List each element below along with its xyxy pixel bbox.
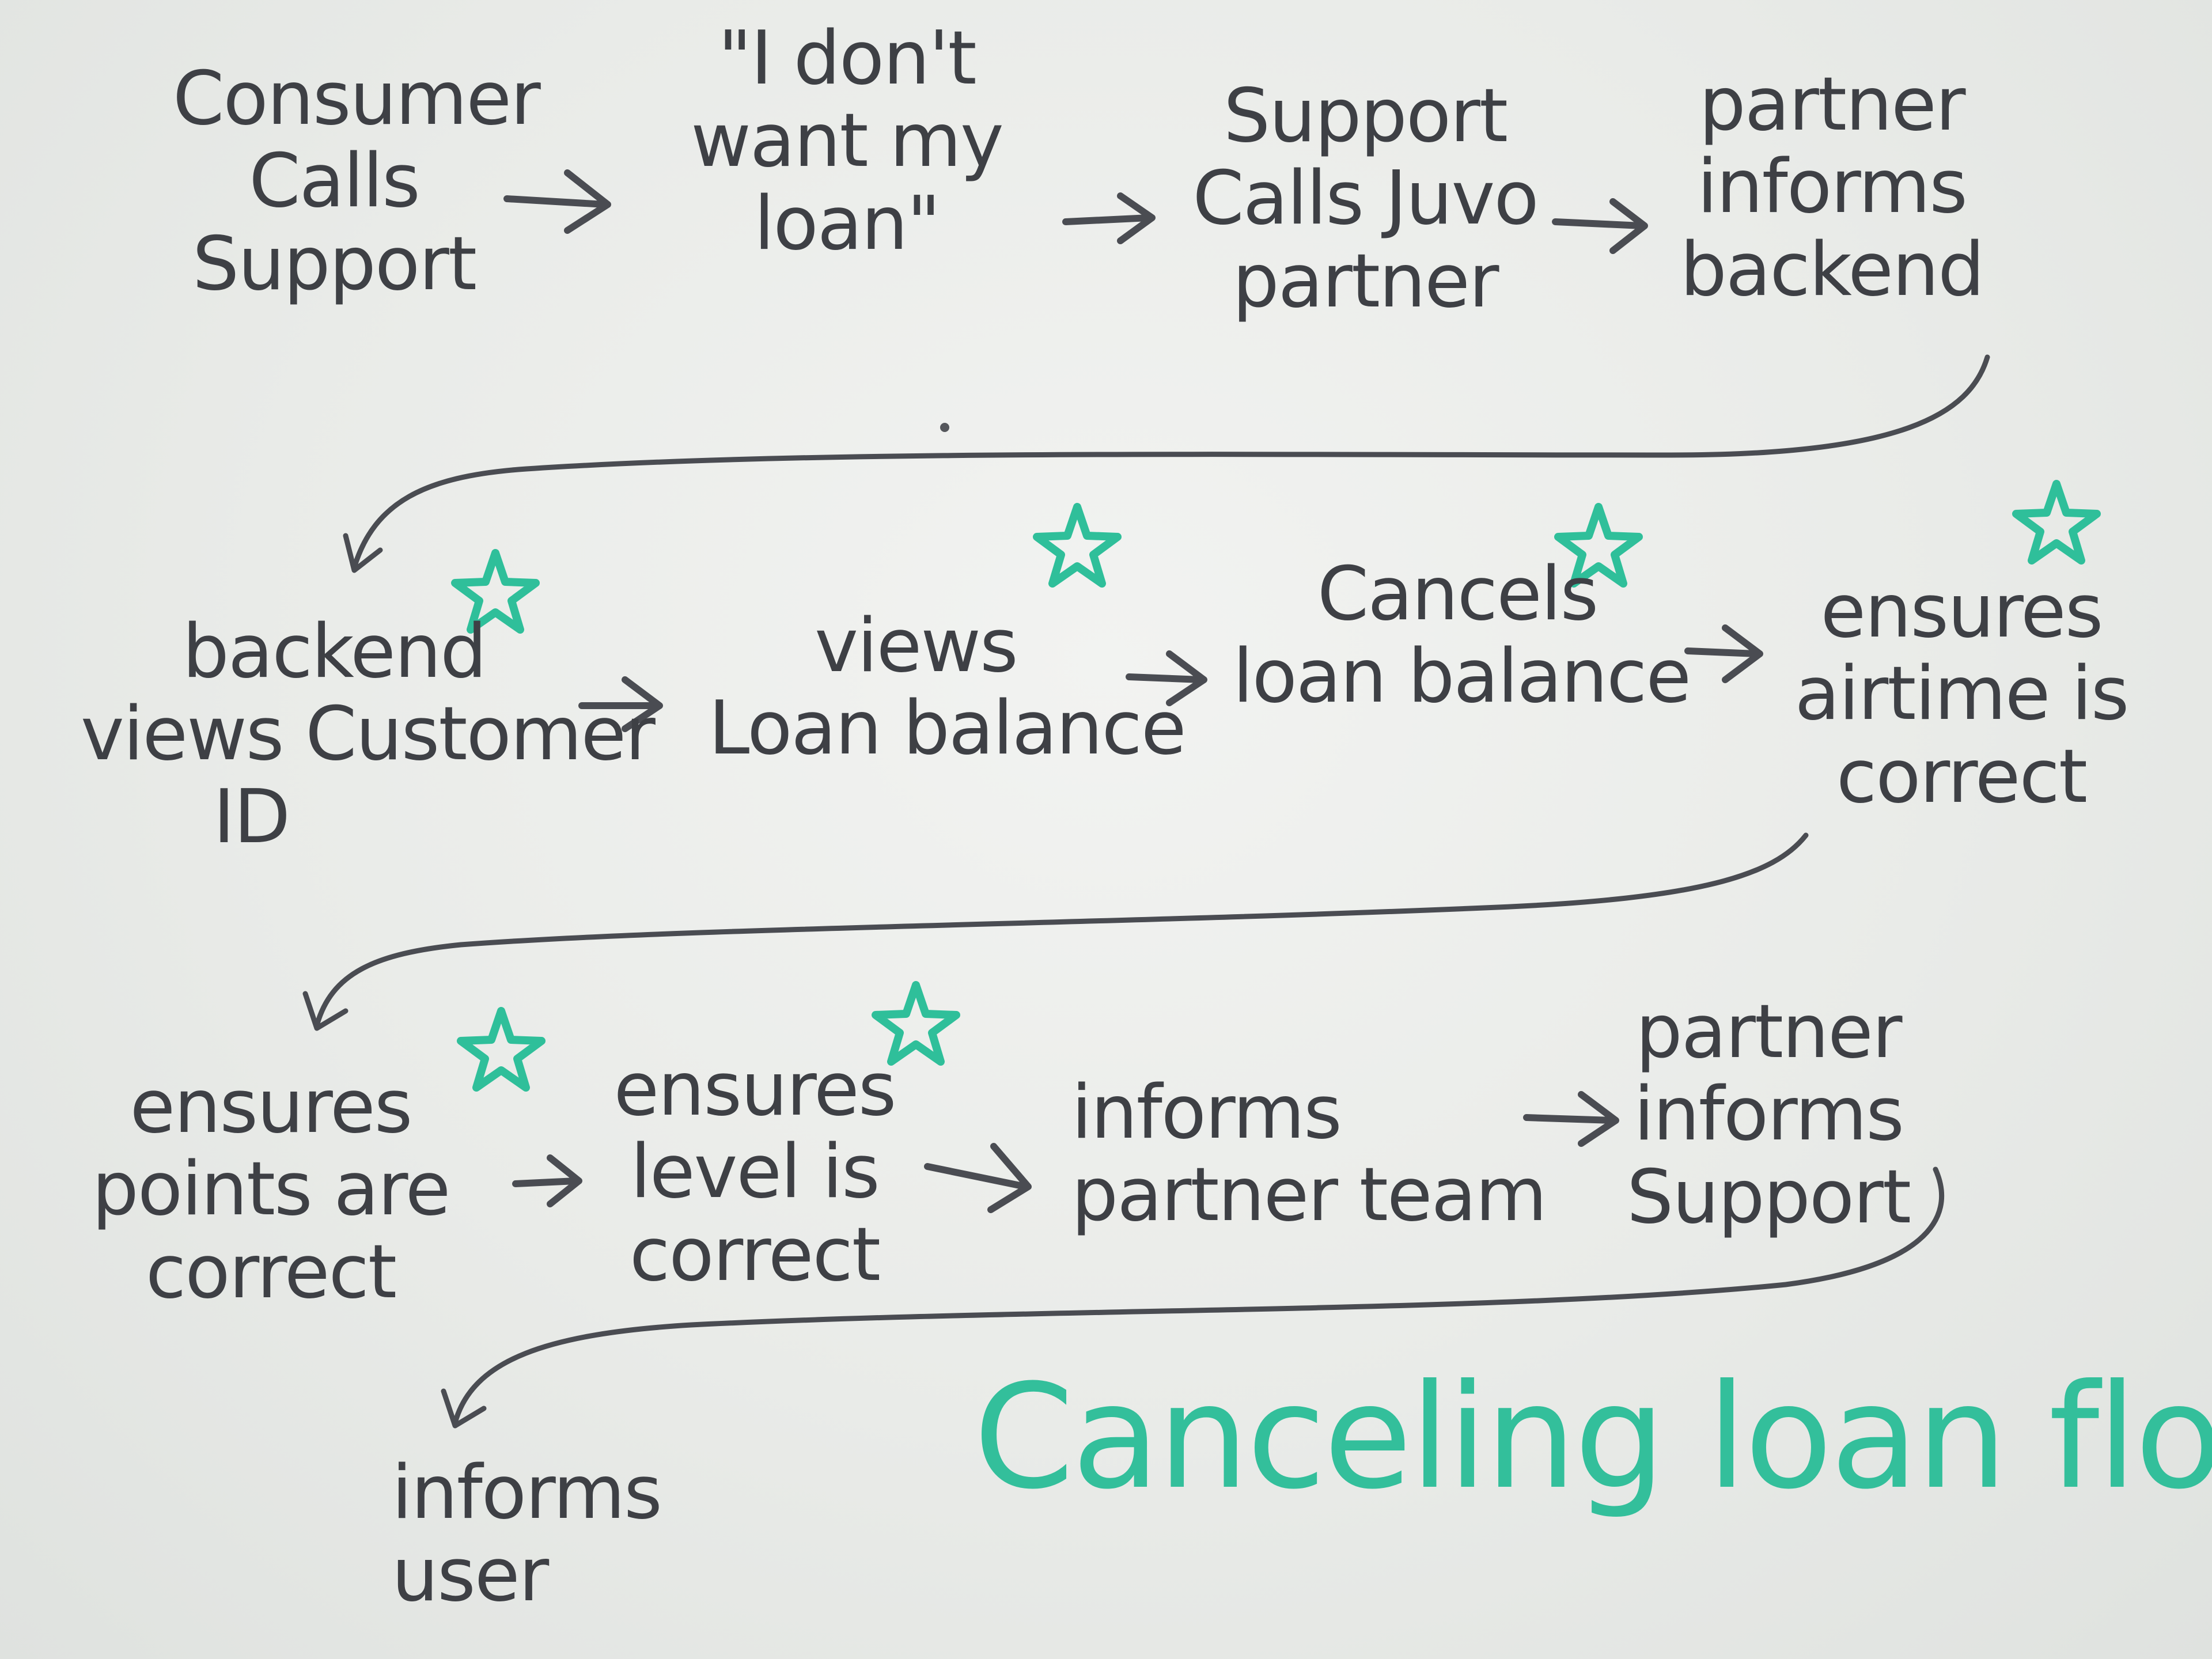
node-line: points are xyxy=(92,1146,451,1233)
node-line: level is xyxy=(630,1129,880,1215)
node-informs-user: informs user xyxy=(392,1452,680,1617)
node-ensures-points-correct: ensures points are correct xyxy=(75,1066,467,1313)
node-backend-views-customer-id: backend views Customer ID xyxy=(81,609,656,860)
node-line: correct xyxy=(1836,733,2088,820)
star-icon xyxy=(2012,480,2101,565)
node-line: partner xyxy=(1232,238,1499,324)
star-icon xyxy=(451,549,540,634)
board-dot xyxy=(940,423,949,432)
node-dont-want-loan: "I don't want my loan" xyxy=(628,17,1066,265)
node-line: want my xyxy=(691,98,1004,184)
node-views-loan-balance: views Loan balance xyxy=(709,603,1187,772)
node-line: ensures xyxy=(613,1047,897,1132)
node-line: informs xyxy=(1071,1070,1342,1156)
arrow-points-to-level xyxy=(512,1154,582,1207)
node-line: informs xyxy=(392,1450,662,1536)
node-line: partner xyxy=(1635,989,1903,1075)
node-partner-informs-support: partner informs Support xyxy=(1624,991,1912,1238)
arrow-wrap-row1-to-row2 xyxy=(343,354,1990,573)
node-support-calls-juvo-partner: Support Calls Juvo partner xyxy=(1187,75,1544,323)
node-line: correct xyxy=(629,1211,881,1298)
node-line: partner team xyxy=(1071,1152,1547,1238)
node-line: views xyxy=(815,603,1018,689)
node-line: ID xyxy=(213,774,290,860)
arrow-informs-team-to-partner-support xyxy=(1523,1091,1619,1147)
node-line: airtime is xyxy=(1794,651,2130,737)
arrow-cancels-to-airtime xyxy=(1684,624,1763,683)
node-line: Loan balance xyxy=(709,685,1187,772)
arrow-quote-to-support xyxy=(1062,192,1156,244)
node-informs-partner-team: informs partner team xyxy=(1071,1070,1547,1238)
node-line: Consumer xyxy=(173,56,541,142)
node-line: partner xyxy=(1699,62,1966,147)
star-icon xyxy=(1554,503,1643,588)
node-ensures-level-correct: ensures level is correct xyxy=(605,1048,904,1296)
arrow-views-to-cancels xyxy=(1126,650,1207,706)
node-partner-informs-backend: partner informs backend xyxy=(1671,63,1993,311)
star-icon xyxy=(457,1007,546,1092)
node-line: informs xyxy=(1697,144,1968,230)
node-line: views Customer xyxy=(81,691,656,778)
node-line: backend xyxy=(182,609,487,695)
node-consumer-calls-support: Consumer Calls Support xyxy=(173,56,541,307)
node-line: Support xyxy=(1224,73,1508,159)
arrow-wrap-row3-to-row4 xyxy=(441,1166,1945,1429)
node-line: user xyxy=(392,1532,549,1619)
node-line: Support xyxy=(192,221,477,307)
node-line: Cancels xyxy=(1317,551,1599,637)
node-line: ensures xyxy=(130,1064,413,1150)
arrow-support-to-partner xyxy=(1552,198,1648,254)
arrow-wrap-row2-to-row3 xyxy=(302,832,1809,1031)
node-line: Calls xyxy=(249,138,421,225)
arrow-level-to-informs-team xyxy=(924,1143,1032,1213)
arrow-consumer-to-quote xyxy=(503,169,611,234)
node-line: informs xyxy=(1634,1071,1904,1158)
node-line: ensures xyxy=(1820,569,2104,654)
node-line: correct xyxy=(145,1229,397,1315)
diagram-title: Canceling loan flow xyxy=(974,1353,2212,1521)
node-line: "I don't xyxy=(718,16,976,101)
node-line: loan" xyxy=(753,180,941,267)
node-line: loan balance xyxy=(1233,634,1691,720)
node-line: backend xyxy=(1680,226,1985,313)
star-icon xyxy=(1033,503,1122,588)
arrow-backend-to-views xyxy=(578,676,663,732)
node-line: Support xyxy=(1627,1154,1911,1240)
node-line: Calls Juvo xyxy=(1192,156,1539,242)
node-ensures-airtime-correct: ensures airtime is correct xyxy=(1774,570,2149,818)
node-cancels-loan-balance: Cancels loan balance xyxy=(1233,551,1691,720)
star-icon xyxy=(872,981,960,1066)
